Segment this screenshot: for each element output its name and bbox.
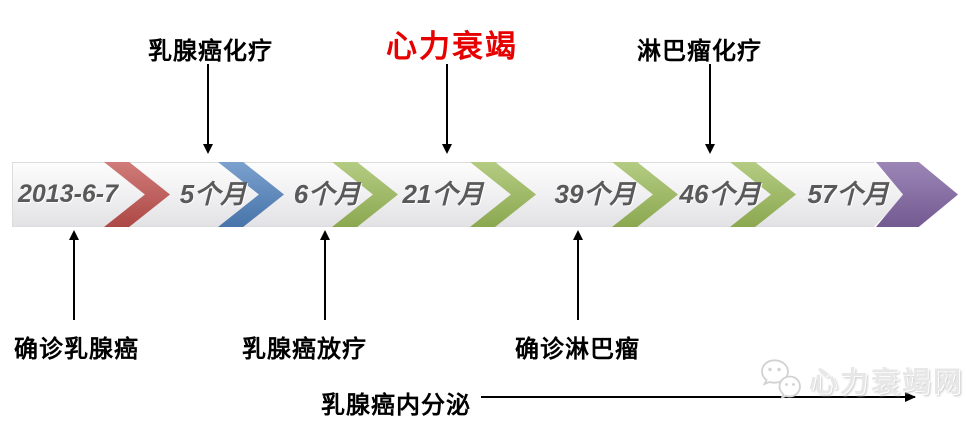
down-arrow	[203, 64, 213, 154]
endocrine-duration-arrow	[481, 392, 916, 402]
timeline-segment-label: 5个月	[179, 179, 247, 209]
annotation-breast-cancer-endocrine: 乳腺癌内分泌	[321, 392, 471, 419]
wechat-bubbles-icon	[761, 359, 801, 400]
annotation-breast-cancer-chemo: 乳腺癌化疗	[148, 38, 273, 65]
up-arrow	[320, 230, 330, 320]
timeline-segment-label: 57个月	[807, 179, 889, 209]
timeline-segment-label: 2013-6-7	[17, 180, 119, 208]
annotation-breast-cancer-radiotherapy: 乳腺癌放疗	[242, 336, 367, 363]
up-arrow	[573, 230, 583, 320]
down-arrow	[442, 64, 452, 154]
watermark-text: 心力衰竭网	[809, 366, 965, 397]
watermark: 心力衰竭网	[757, 356, 964, 404]
timeline-segment-label: 21个月	[402, 179, 484, 209]
annotation-heart-failure: 心力衰竭	[386, 29, 518, 64]
timeline-segment-label: 39个月	[554, 179, 636, 209]
timeline-segment-label: 6个月	[293, 179, 361, 209]
down-arrow	[705, 64, 715, 154]
timeline-segment-label: 46个月	[679, 179, 761, 209]
annotation-lymphoma-chemo: 淋巴瘤化疗	[637, 38, 762, 65]
annotation-lymphoma-diagnosis: 确诊淋巴瘤	[515, 336, 640, 363]
annotation-breast-cancer-diagnosis: 确诊乳腺癌	[14, 336, 139, 363]
up-arrow	[69, 230, 79, 320]
